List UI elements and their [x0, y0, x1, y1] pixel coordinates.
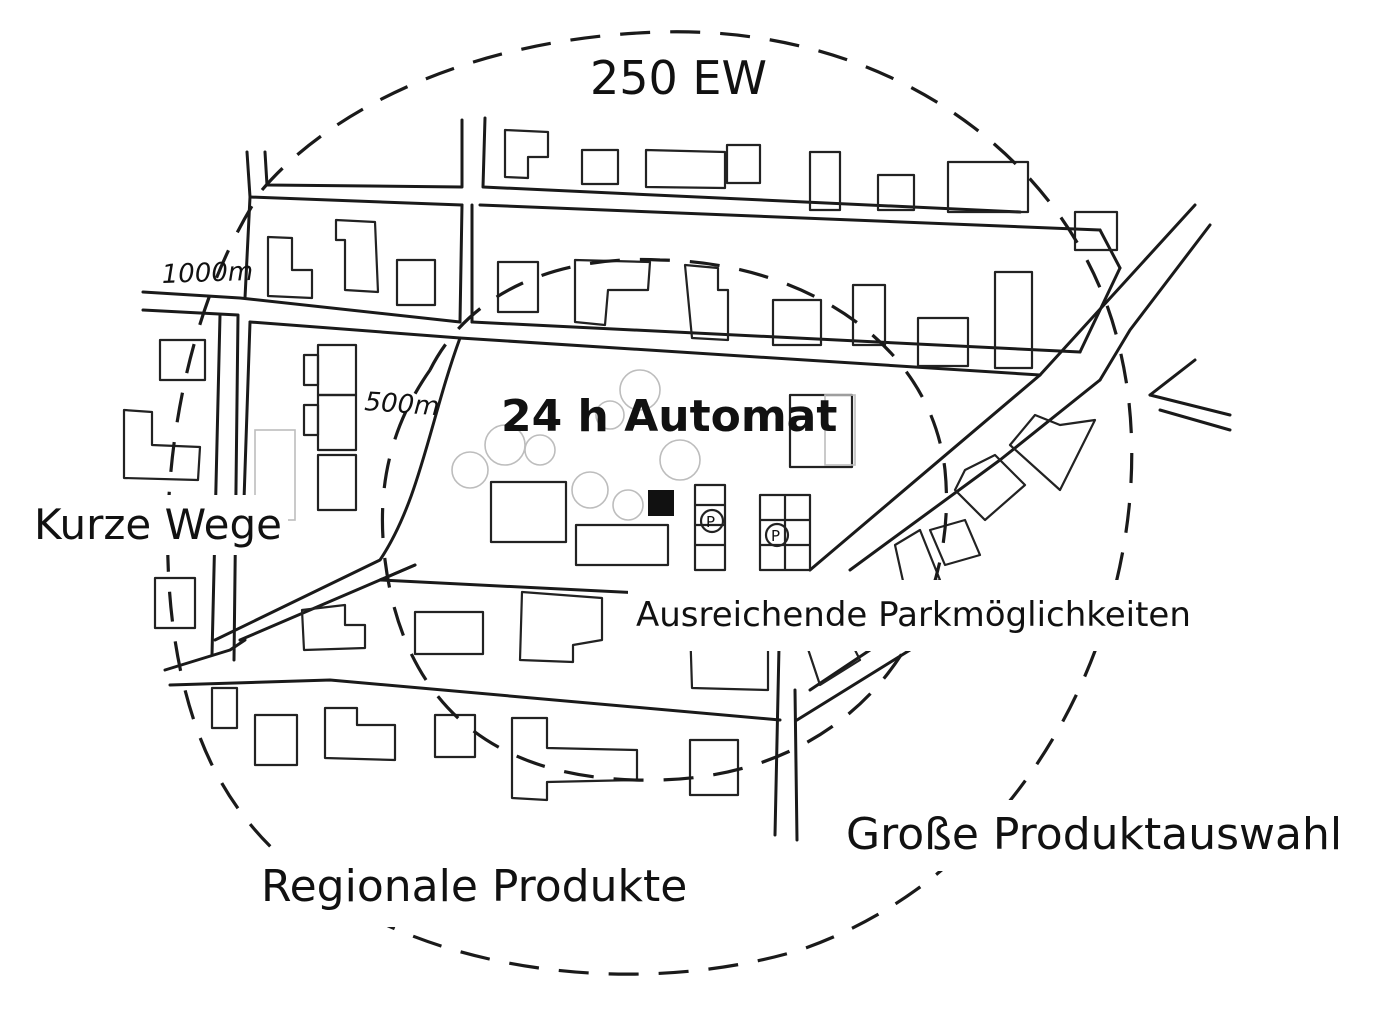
product-choice-label: Große Produktauswahl — [838, 800, 1351, 871]
vending-machine-marker — [648, 490, 674, 516]
parking-symbol-2: P — [771, 527, 780, 545]
radius-1000m-circle — [166, 30, 1134, 976]
radius-labels: 1000m 500m — [161, 257, 440, 422]
radius-500m-circle — [380, 257, 948, 782]
parking-symbols: P P — [699, 508, 790, 548]
radius-500m-label: 500m — [364, 387, 441, 422]
population-label: 250 EW — [582, 50, 775, 107]
parking-symbol-1: P — [706, 513, 715, 531]
vending-machine-label: 24 h Automat — [501, 391, 838, 442]
buildings — [122, 128, 1119, 802]
radius-1000m-label: 1000m — [161, 257, 253, 290]
parking-label: Ausreichende Parkmöglichkeiten — [628, 580, 1251, 652]
regional-products-label: Regionale Produkte — [255, 848, 796, 927]
street-network — [141, 116, 1232, 842]
short-distance-label: Kurze Wege — [28, 495, 288, 556]
catchment-radii — [166, 30, 1134, 976]
